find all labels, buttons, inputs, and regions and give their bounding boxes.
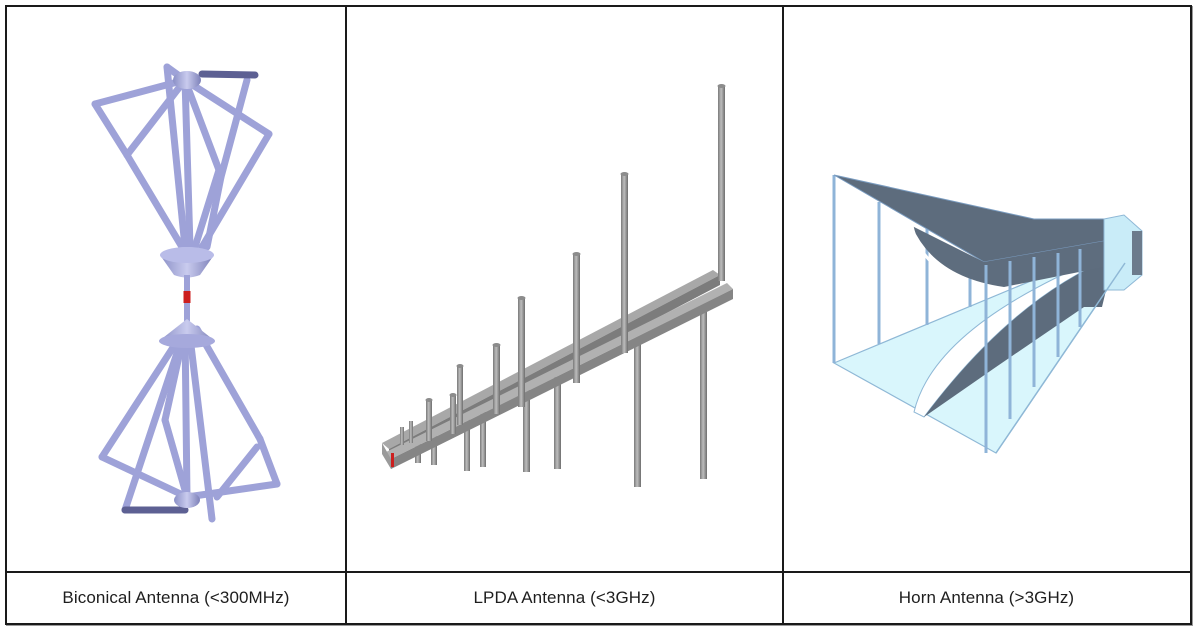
lpda-antenna-icon [382, 84, 733, 487]
horn-caption: Horn Antenna (>3GHz) [898, 588, 1075, 607]
lpda-caption: LPDA Antenna (<3GHz) [473, 588, 656, 607]
horn-antenna-icon [832, 174, 1143, 454]
column-divider [782, 7, 784, 623]
biconical-antenna-figure [7, 7, 345, 571]
horn-antenna-figure [784, 7, 1189, 571]
column-divider [345, 7, 347, 623]
biconical-antenna-icon [91, 63, 281, 523]
row-divider [7, 571, 1190, 573]
biconical-caption: Biconical Antenna (<300MHz) [62, 588, 290, 607]
antenna-comparison-table: Biconical Antenna (<300MHz) [5, 5, 1192, 625]
lpda-antenna-figure [347, 7, 782, 571]
